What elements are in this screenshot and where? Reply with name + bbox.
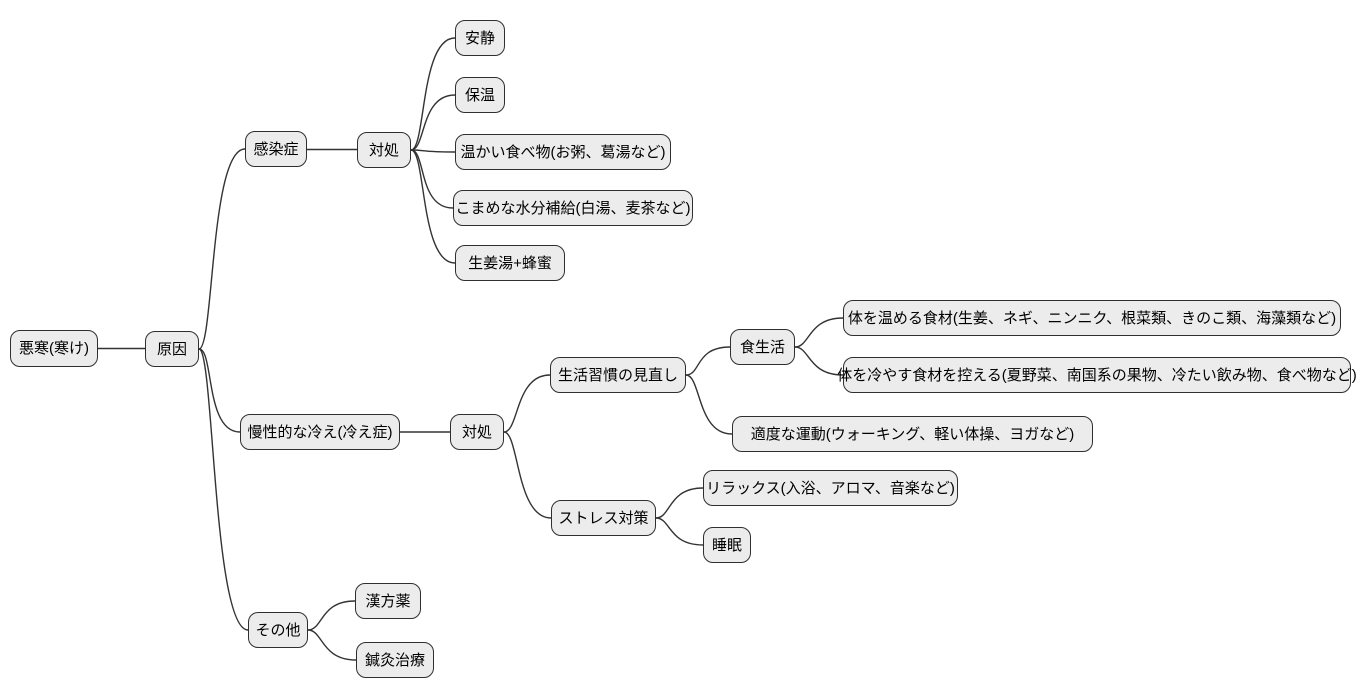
edge-cause-other (198, 348, 249, 631)
node-stress-care: ストレス対策 (551, 500, 656, 536)
edge-diet-warming-foods (794, 317, 844, 348)
node-kampo: 漢方薬 (355, 583, 421, 619)
node-diet: 食生活 (730, 329, 795, 365)
node-avoid-cooling-foods: 体を冷やす食材を控える(夏野菜、南国系の果物、冷たい飲み物、食べ物など) (837, 357, 1357, 393)
edge-other-kampo (307, 600, 356, 631)
node-sleep: 睡眠 (703, 527, 751, 563)
edge-cause-infection (198, 148, 246, 350)
edge-cause-chronic (198, 348, 241, 433)
node-ginger-honey: 生姜湯+蜂蜜 (455, 245, 565, 281)
node-chronic-cold: 慢性的な冷え(冷え症) (240, 414, 400, 450)
node-warming-foods: 体を温める食材(生姜、ネギ、ニンニク、根菜類、きのこ類、海藻類など) (843, 300, 1341, 336)
edge-stress-relax (655, 487, 704, 519)
node-infection: 感染症 (245, 131, 307, 167)
edge-care-lifestyle (503, 374, 551, 433)
node-relax: リラックス(入浴、アロマ、音楽など) (703, 470, 958, 506)
node-hydration: こまめな水分補給(白湯、麦茶など) (453, 190, 693, 226)
node-root: 悪寒(寒け) (10, 330, 98, 367)
node-acupuncture: 鍼灸治療 (356, 642, 434, 678)
edge-care-warm-food (410, 149, 456, 153)
edge-diet-avoid-cooling (794, 346, 844, 376)
node-rest: 安静 (455, 20, 505, 56)
edge-care-hydration (410, 149, 454, 209)
edge-care-keep-warm (410, 94, 456, 151)
node-cause: 原因 (145, 331, 199, 367)
edge-other-acupuncture (307, 629, 357, 661)
node-lifestyle-review: 生活習慣の見直し (550, 357, 686, 393)
edge-care-stress (503, 431, 552, 519)
node-other: その他 (248, 612, 308, 648)
edge-care-rest (410, 37, 456, 151)
node-infection-care: 対処 (357, 132, 411, 168)
node-keep-warm: 保温 (455, 77, 505, 113)
edge-lifestyle-diet (685, 346, 731, 376)
edge-stress-sleep (655, 517, 704, 546)
node-exercise: 適度な運動(ウォーキング、軽い体操、ヨガなど) (732, 416, 1093, 452)
edge-lifestyle-exercise (685, 374, 733, 435)
edge-care-ginger-honey (410, 149, 456, 264)
node-chronic-care: 対処 (450, 414, 504, 450)
node-warm-food: 温かい食べ物(お粥、葛湯など) (455, 134, 671, 170)
